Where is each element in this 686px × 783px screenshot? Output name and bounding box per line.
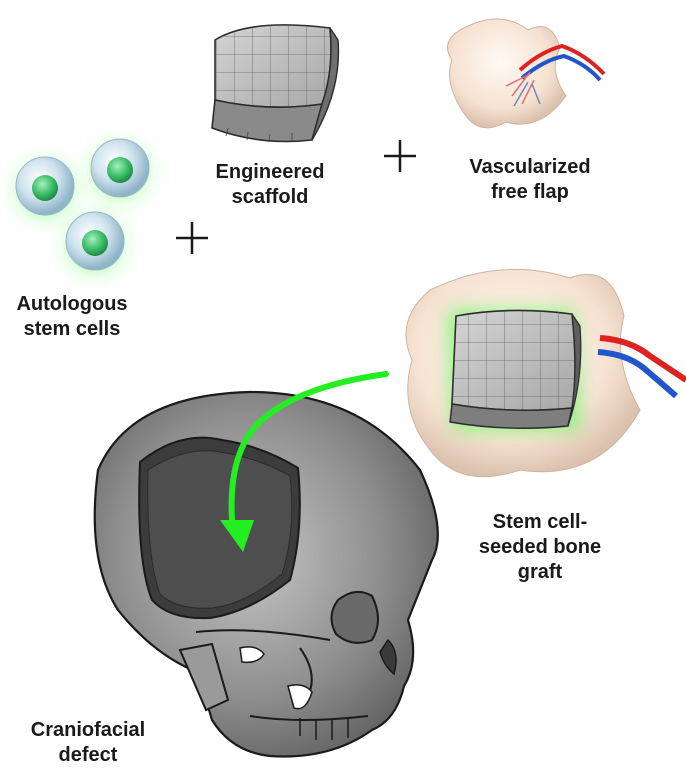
stem-cell-icon bbox=[61, 211, 129, 279]
plus-icon bbox=[384, 140, 416, 172]
bone-graft-icon bbox=[406, 269, 686, 476]
free-flap-icon bbox=[448, 19, 605, 128]
stem-cell-icon bbox=[86, 138, 154, 206]
skull-icon bbox=[95, 392, 438, 756]
stem-cells-group bbox=[11, 138, 154, 279]
scaffold-icon bbox=[212, 25, 338, 142]
label-vascularized-free-flap: Vascularized free flap bbox=[455, 155, 605, 205]
stem-cell-icon bbox=[11, 156, 79, 224]
label-stem-cell-seeded-bone-graft: Stem cell- seeded bone graft bbox=[470, 510, 610, 585]
label-engineered-scaffold: Engineered scaffold bbox=[205, 160, 335, 210]
label-craniofacial-defect: Craniofacial defect bbox=[18, 718, 158, 768]
plus-icon bbox=[176, 222, 208, 254]
label-autologous-stem-cells: Autologous stem cells bbox=[12, 292, 132, 342]
